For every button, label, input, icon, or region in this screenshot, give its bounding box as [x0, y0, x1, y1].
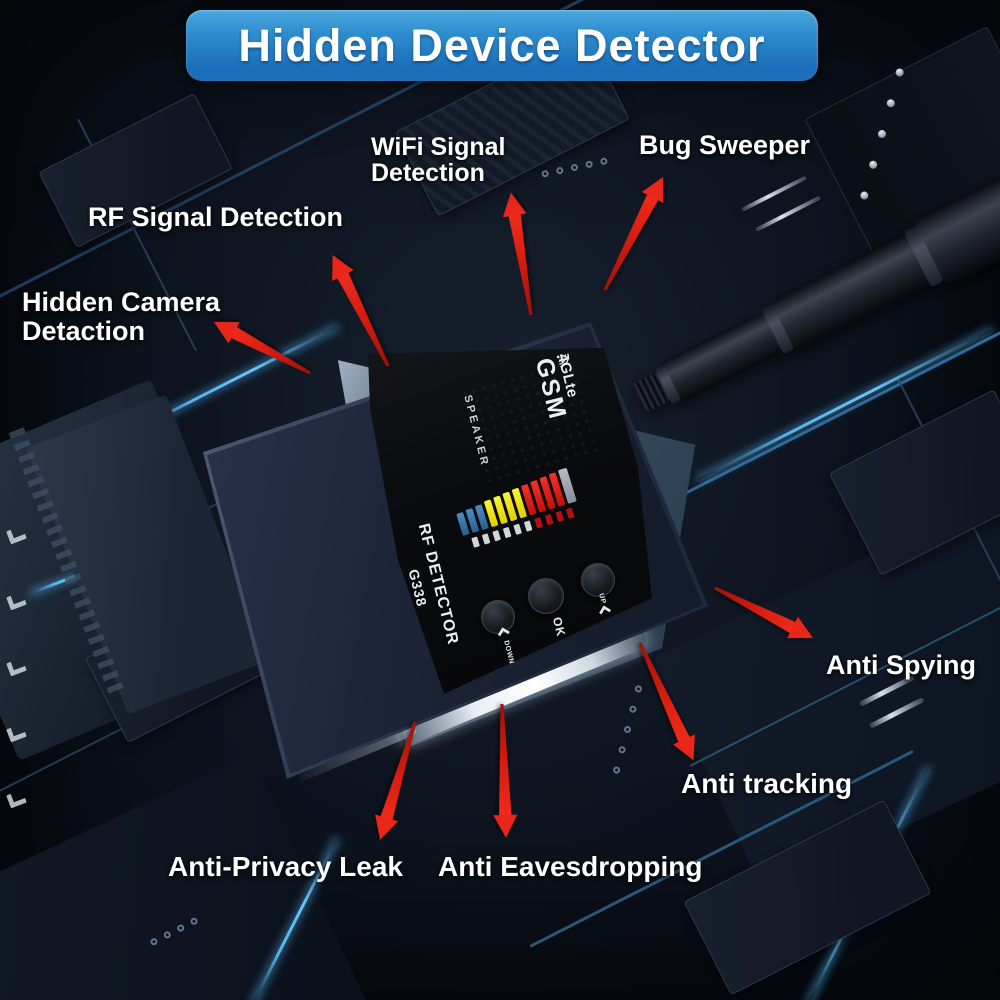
antenna-segment	[662, 312, 783, 402]
callout-anti-tracking: Anti tracking	[681, 768, 853, 799]
reflection-dash	[523, 520, 533, 532]
down-button	[481, 600, 515, 634]
reflection-dash	[534, 517, 544, 529]
pcb-brackets	[6, 525, 27, 809]
antenna-segment	[770, 234, 930, 352]
arrow-to-rf-signal-detection	[321, 249, 399, 372]
arrow-to-anti-eavesdropping	[490, 704, 518, 839]
reflection-dash	[544, 513, 554, 526]
page-title: Hidden Device Detector	[238, 19, 766, 71]
via-dots	[541, 157, 608, 178]
reflection-dash	[555, 510, 565, 523]
callout-hidden-camera-detection: Hidden Camera Detaction	[22, 287, 221, 346]
title-banner: Hidden Device Detector	[186, 10, 818, 81]
reflection-dash	[492, 530, 501, 542]
up-button	[581, 563, 615, 597]
brand-text: 4GLte GSM	[530, 352, 591, 455]
reflection-dash	[502, 526, 512, 539]
callout-anti-eavesdropping: Anti Eavesdropping	[438, 851, 703, 882]
wifi-icon	[556, 353, 569, 368]
callout-anti-spying: Anti Spying	[826, 650, 976, 680]
callout-rf-signal-detection: RF Signal Detection	[88, 202, 344, 232]
reflection-dash	[513, 523, 522, 535]
reflection-dash	[565, 507, 575, 519]
solder-pad	[755, 195, 822, 232]
brand-4glte: 4GLte	[554, 351, 582, 400]
arrow-to-wifi-signal-detection	[499, 190, 543, 317]
callout-wifi-signal-detection: WiFi Signal Detection	[371, 133, 506, 187]
arrow-to-bug-sweeper	[594, 171, 674, 296]
ok-button	[528, 578, 564, 614]
via-dots	[612, 684, 643, 775]
callout-bug-sweeper: Bug Sweeper	[639, 130, 811, 160]
callout-anti-privacy-leak: Anti-Privacy Leak	[168, 851, 403, 882]
reflection-dash	[481, 533, 491, 545]
